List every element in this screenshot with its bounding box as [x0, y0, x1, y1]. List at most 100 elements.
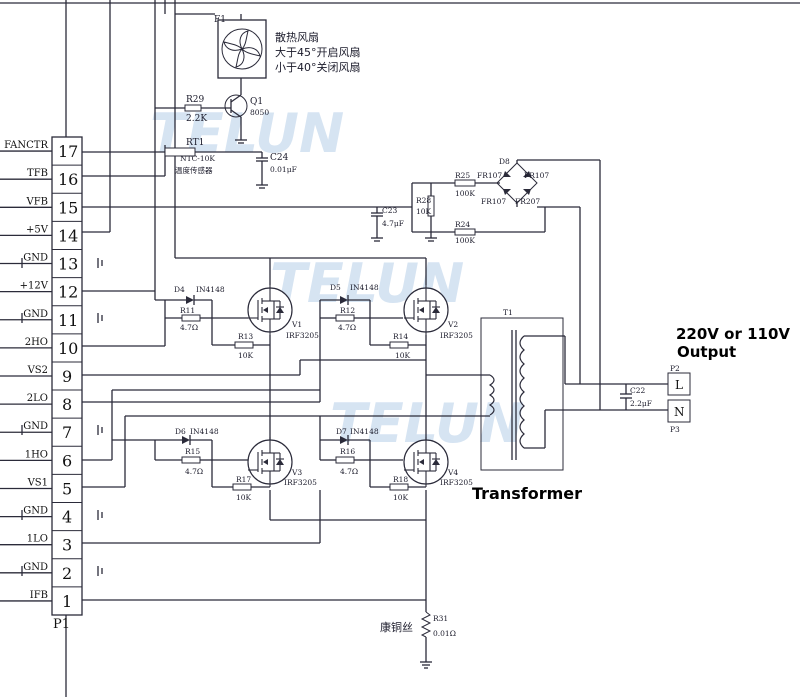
output-voltage-label: 220V or 110V: [676, 325, 790, 343]
pin-number-14: 14: [58, 226, 78, 245]
primary-winding: [488, 374, 495, 416]
pin-signal-9: VS2: [27, 365, 48, 376]
rt1-note: 温度传感器: [175, 165, 213, 175]
capacitor-c24: C24 0.01μF: [256, 152, 297, 189]
h-bridge-wiring: [82, 0, 490, 612]
voltage-feedback-circuit: C23 4.7μF R28 10K R25 100K R24 100K: [82, 157, 601, 410]
gate-network-v2: D5 IN4148 R12 4.7Ω R14 10K: [319, 283, 426, 360]
r24-ref: R24: [455, 220, 470, 229]
terminal-n: [667, 399, 691, 423]
d5-value: IN4148: [350, 283, 379, 292]
d5-ref: D5: [330, 283, 341, 292]
resistor-r25: R25 100K: [454, 171, 500, 198]
q1-value: 8050: [250, 108, 269, 117]
r31-note: 康铜丝: [380, 620, 413, 634]
r25-ref: R25: [455, 171, 470, 180]
r18-value: 10K: [393, 493, 409, 502]
c23-value: 4.7μF: [382, 219, 404, 228]
pin-signal-1: IFB: [30, 590, 48, 601]
fan-desc-3: 小于40°关闭风扇: [275, 60, 361, 74]
fan-desc-2: 大于45°开启风扇: [275, 45, 361, 59]
r31-value: 0.01Ω: [433, 629, 456, 638]
pin-signal-15: VFB: [25, 196, 48, 207]
gate-network-v1: D4 IN4148 R11 4.7Ω R13 10K: [155, 285, 270, 360]
gnd-symbol-13: [21, 258, 103, 268]
r14-ref: R14: [393, 332, 408, 341]
d6-value: IN4148: [190, 427, 219, 436]
v3-ref: V3: [291, 468, 302, 477]
pin-signal-6: 1HO: [25, 449, 48, 460]
pin-number-1: 1: [62, 592, 72, 611]
transistor-q1: Q1 8050: [224, 90, 269, 140]
p3-ref: P3: [670, 425, 680, 434]
c22-ref: C22: [630, 386, 646, 395]
r17-ref: R17: [236, 475, 251, 484]
r15-ref: R15: [185, 447, 200, 456]
gate-network-v3: D6 IN4148 R15 4.7Ω R17 10K: [112, 427, 270, 502]
transformer-frame: [480, 317, 564, 471]
r17-value: 10K: [236, 493, 252, 502]
terminal-l-label: L: [675, 378, 683, 392]
pin-number-6: 6: [62, 451, 72, 470]
gnd-symbol-7: [21, 425, 103, 435]
r11-value: 4.7Ω: [180, 323, 198, 332]
r29-value: 2.2K: [186, 114, 207, 124]
r12-value: 4.7Ω: [338, 323, 356, 332]
pin-signal-4: GND: [23, 506, 48, 517]
v2-value: IRF3205: [440, 331, 473, 340]
d8-diode-4: FR207: [515, 197, 540, 206]
pin-signal-11: GND: [23, 309, 48, 320]
mosfet-v3: [247, 437, 293, 487]
d8-diode-3: FR107: [481, 197, 506, 206]
d7-value: IN4148: [350, 427, 379, 436]
output-label: Output: [677, 343, 736, 361]
r16-value: 4.7Ω: [340, 467, 358, 476]
d7-ref: D7: [336, 427, 347, 436]
transformer-label: Transformer: [472, 484, 582, 503]
gnd-symbol-2: [21, 566, 103, 576]
mosfet-v4: [403, 437, 449, 487]
pin-number-16: 16: [58, 170, 78, 189]
resistor-r28: R28 10K: [416, 183, 437, 242]
d4-value: IN4148: [196, 285, 225, 294]
pin-number-9: 9: [62, 367, 72, 386]
fan-desc-1: 散热风扇: [275, 30, 319, 44]
r25-value: 100K: [455, 189, 475, 198]
pin-signal-7: GND: [23, 421, 48, 432]
pin-signal-10: 2HO: [25, 337, 48, 348]
pin-signal-2: GND: [23, 562, 48, 573]
pin-number-15: 15: [58, 198, 78, 217]
pin-number-13: 13: [58, 255, 78, 274]
r31-ref: R31: [433, 614, 448, 623]
c24-ref: C24: [270, 153, 289, 163]
d8-diode-1: FR107: [477, 171, 502, 180]
pin-signal-17: FANCTR: [4, 140, 48, 151]
pin-signal-12: +12V: [20, 281, 49, 292]
resistor-r29: R29 2.2K: [155, 95, 231, 124]
pin-number-3: 3: [62, 536, 72, 555]
d6-ref: D6: [175, 427, 186, 436]
d8-ref: D8: [499, 157, 510, 166]
d8-diode-2: FR107: [524, 171, 549, 180]
terminal-l: [667, 372, 691, 396]
r29-ref: R29: [186, 95, 205, 105]
mosfet-v2: [403, 285, 449, 335]
r12-ref: R12: [340, 306, 355, 315]
p2-ref: P2: [670, 364, 680, 373]
capacitor-c23: C23 4.7μF: [371, 206, 404, 242]
v2-ref: V2: [447, 320, 458, 329]
mosfet-v1: [247, 285, 293, 335]
v1-ref: V1: [291, 320, 302, 329]
connector-p1: P1 17FANCTR16TFB15VFB14+5V13GND12+12V11G…: [0, 136, 83, 632]
fan-ref: F1: [214, 15, 226, 25]
r24-value: 100K: [455, 236, 475, 245]
pin-number-10: 10: [58, 339, 78, 358]
bridge-rectifier-d8: D8 FR107 FR107 FR107 FR207: [477, 157, 549, 206]
ground-symbols-left: [21, 258, 103, 576]
pin-number-4: 4: [62, 508, 72, 527]
pin-signal-13: GND: [23, 253, 48, 264]
v4-value: IRF3205: [440, 478, 473, 487]
shunt-resistor-r31: R31 0.01Ω 康铜丝: [380, 611, 456, 669]
pin-number-17: 17: [58, 142, 78, 161]
